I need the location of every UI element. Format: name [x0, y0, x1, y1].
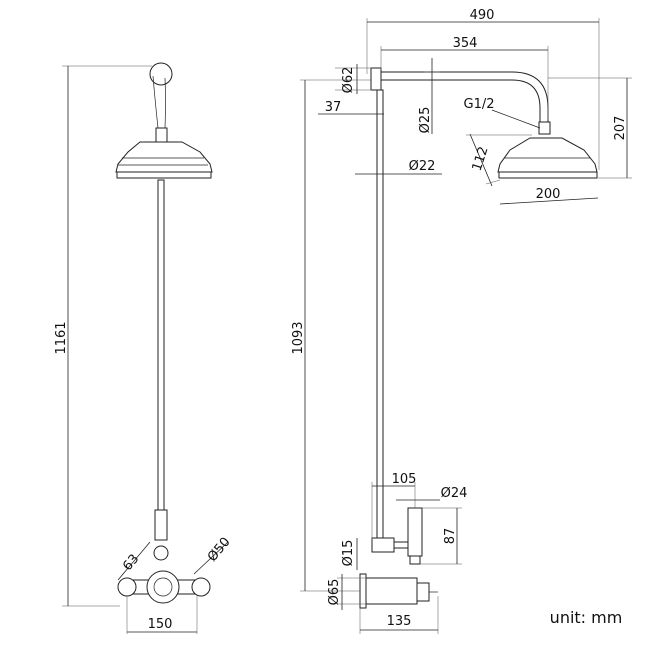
side-handle-cap [409, 555, 421, 565]
front-shower-head [115, 141, 213, 173]
dim-line-63 [117, 541, 151, 581]
side-shower-head [497, 137, 598, 173]
dim-label-354: 354 [453, 36, 478, 51]
side-valve-body [364, 577, 418, 605]
dim-label-207: 207 [613, 116, 628, 141]
front-head-face [116, 171, 212, 179]
dim-line-g12 [491, 109, 541, 129]
dim-label-87: 87 [443, 528, 458, 545]
front-riser [157, 179, 165, 511]
front-arm-collar [155, 127, 168, 143]
dim-label-37: 37 [325, 100, 342, 115]
dim-label-d15: Ø15 [341, 540, 356, 567]
front-valve-dial [146, 570, 180, 604]
dim-label-d25: Ø25 [418, 107, 433, 134]
front-valve-right-end [191, 577, 211, 597]
side-wall-flange [370, 67, 382, 91]
dim-label-105: 105 [392, 472, 417, 487]
side-riser [376, 89, 384, 543]
dim-label-d65: Ø65 [327, 579, 342, 606]
dim-label-d22: Ø22 [409, 159, 436, 174]
dim-label-135: 135 [387, 614, 412, 629]
front-valve-dial-inner [153, 577, 173, 597]
front-valve-left-end [117, 577, 137, 597]
dim-label-1161: 1161 [54, 321, 69, 354]
front-valve-connector [154, 509, 168, 541]
dim-label-g12: G1/2 [464, 97, 495, 112]
dim-label-d24: Ø24 [441, 486, 468, 501]
front-valve-nut [153, 545, 169, 561]
side-handle [407, 507, 423, 557]
dim-label-490: 490 [470, 8, 495, 23]
front-view: 1161 150 63 Ø50 [54, 62, 234, 634]
dim-line-200 [499, 197, 599, 205]
side-arm-collar [538, 121, 551, 135]
side-ext-112-bottom [485, 179, 501, 185]
unit-note: unit: mm [550, 608, 623, 627]
dim-line-d50 [193, 541, 229, 575]
side-valve-wall-plate [359, 573, 367, 609]
dim-label-112: 112 [470, 145, 492, 173]
side-view: 490 354 Ø62 37 Ø25 Ø22 G1/2 112 207 [291, 8, 632, 634]
side-valve-knob [416, 582, 430, 602]
side-head-face [498, 171, 598, 179]
side-valve-elbow [371, 537, 395, 553]
dim-label-150: 150 [148, 617, 173, 632]
front-wall-flange [149, 62, 173, 86]
dim-label-1093: 1093 [291, 321, 306, 354]
dim-line-112 [469, 133, 493, 187]
dim-label-200: 200 [536, 187, 561, 202]
dim-label-d50: Ø50 [205, 535, 234, 565]
front-arm-curve [152, 75, 166, 129]
